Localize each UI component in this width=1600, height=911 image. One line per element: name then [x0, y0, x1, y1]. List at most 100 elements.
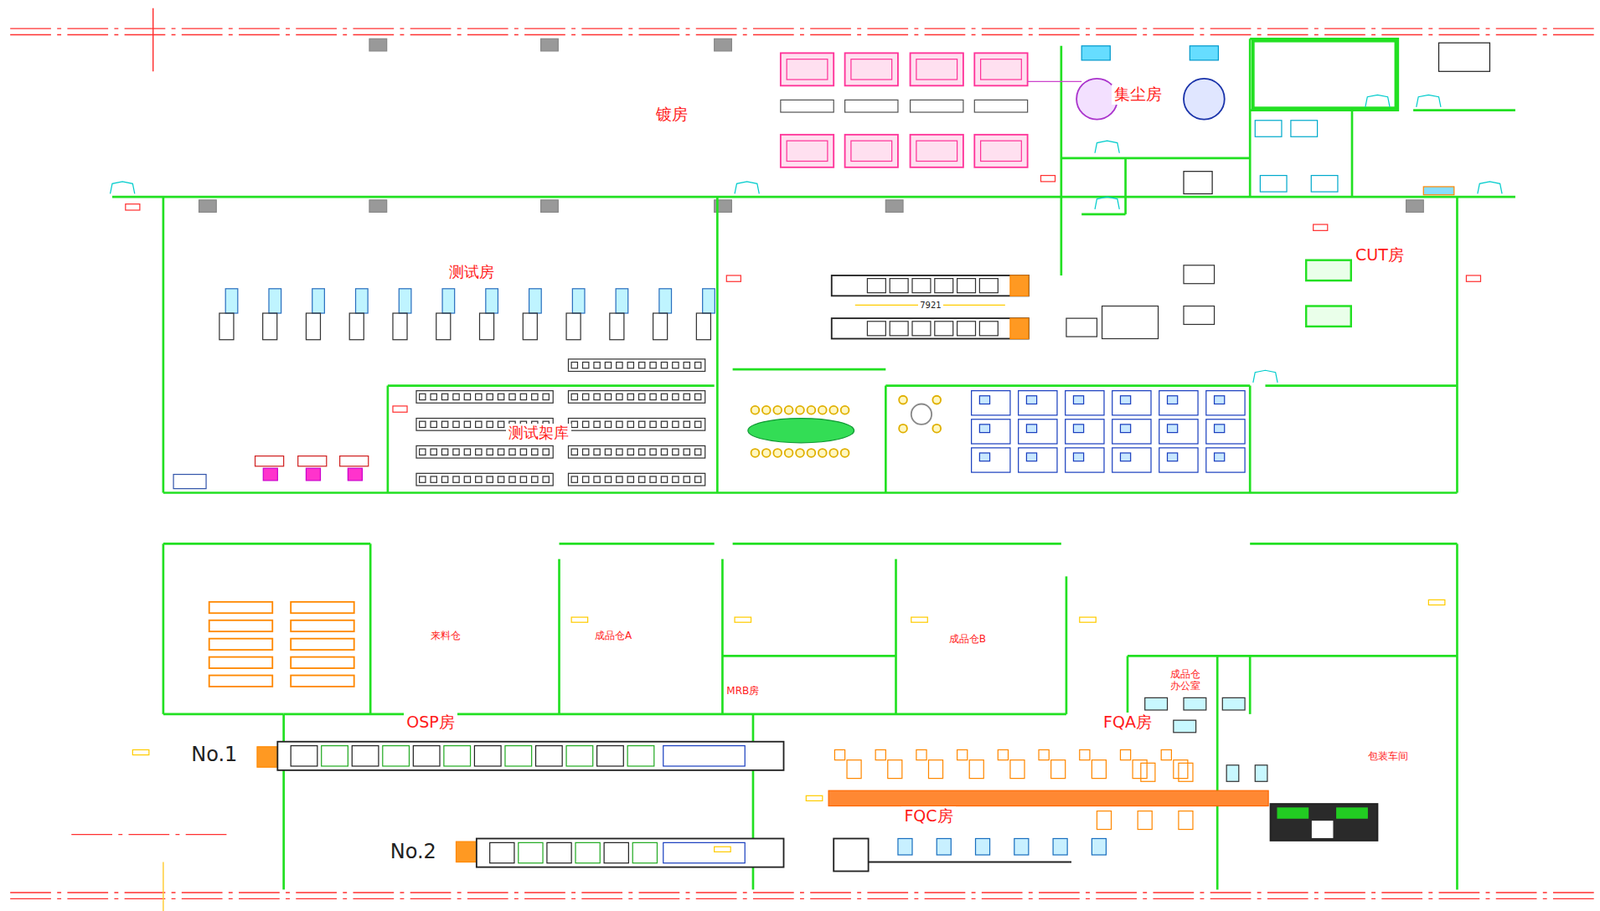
- test-rack: [441, 449, 448, 455]
- osp-line: [632, 842, 657, 863]
- plating-frame: [780, 99, 834, 113]
- wall: [162, 543, 166, 714]
- osp-line: [412, 746, 440, 767]
- chair: [829, 449, 838, 458]
- wall: [1413, 108, 1516, 112]
- test-rack: [497, 449, 504, 455]
- equipment: [173, 474, 207, 490]
- line-number: No.2: [388, 841, 439, 863]
- test-rack: [475, 449, 482, 455]
- test-rack: [672, 362, 679, 369]
- osp-line: [663, 746, 745, 767]
- test-rack: [497, 393, 504, 400]
- wall: [1264, 384, 1457, 388]
- test-rack: [672, 449, 679, 455]
- test-station: [529, 289, 542, 314]
- test-rack: [416, 445, 553, 459]
- inspection-desk: [1178, 811, 1193, 831]
- room-label: MRB房: [723, 685, 762, 699]
- inspection-desk: [1052, 838, 1068, 855]
- room-name: 成品仓B: [949, 634, 986, 646]
- test-rack: [639, 421, 646, 428]
- inspection-desk: [1091, 760, 1106, 780]
- door-marker: [392, 406, 408, 413]
- inspection-desk: [969, 760, 984, 780]
- test-rack: [542, 449, 549, 455]
- room-label: 测试架库: [505, 423, 572, 444]
- test-station: [442, 289, 455, 314]
- conveyor: [868, 861, 1072, 864]
- chair: [841, 406, 850, 415]
- machine: [833, 838, 868, 872]
- chair: [1120, 749, 1131, 760]
- desk: [1159, 391, 1198, 416]
- storage-rack: [209, 620, 274, 632]
- chair: [762, 406, 771, 415]
- process-line: [957, 278, 976, 294]
- storage-rack: [209, 657, 274, 669]
- test-station: [609, 313, 625, 341]
- process-line: [889, 321, 909, 336]
- plating-tank: [974, 52, 1028, 86]
- test-rack: [672, 421, 679, 428]
- room-label: 来料仓: [428, 629, 464, 644]
- process-line: [934, 278, 954, 294]
- test-station: [702, 289, 716, 314]
- door-marker: [1079, 617, 1096, 623]
- door: [1477, 181, 1502, 195]
- plating-tank: [786, 59, 828, 80]
- inspection-desk: [898, 838, 913, 855]
- axis-line: [10, 898, 1600, 900]
- test-rack: [639, 449, 646, 455]
- process-line: [867, 321, 886, 336]
- desk: [979, 424, 990, 434]
- storage-rack: [290, 602, 355, 614]
- wall: [1249, 655, 1252, 714]
- cabinet: [1173, 720, 1197, 733]
- test-rack: [542, 476, 549, 483]
- inspection-desk: [887, 760, 903, 780]
- test-rack: [695, 362, 702, 369]
- wall: [1124, 158, 1127, 215]
- axis-line: [10, 34, 1600, 36]
- room-name: FQC房: [903, 807, 953, 826]
- dust-fan: [1081, 46, 1110, 61]
- room-label: 成品仓A: [592, 629, 635, 644]
- test-station: [349, 313, 364, 341]
- test-station: [312, 289, 326, 314]
- desk: [1167, 396, 1178, 405]
- plating-tank: [851, 140, 893, 161]
- chair: [762, 449, 771, 458]
- door-marker: [805, 795, 822, 801]
- door-marker: [1040, 175, 1055, 182]
- test-rack: [604, 393, 611, 400]
- cabinet: [1222, 697, 1245, 711]
- desk: [1206, 391, 1245, 416]
- test-rack: [695, 421, 702, 428]
- test-station: [653, 313, 668, 341]
- test-rack: [616, 421, 623, 428]
- test-rack: [497, 476, 504, 483]
- chair: [1038, 749, 1049, 760]
- desk: [971, 391, 1011, 416]
- osp-line: [490, 842, 515, 863]
- equipment: [263, 468, 278, 481]
- test-station: [392, 313, 408, 341]
- test-station: [225, 289, 238, 314]
- test-rack: [419, 476, 426, 483]
- test-station: [480, 313, 495, 341]
- cabinet: [1183, 697, 1207, 711]
- test-rack: [627, 421, 634, 428]
- test-rack: [571, 476, 578, 483]
- desk: [1214, 424, 1225, 434]
- cut-machine: [1305, 306, 1352, 327]
- test-rack: [695, 393, 702, 400]
- column: [541, 38, 559, 52]
- test-rack: [650, 393, 656, 400]
- test-rack: [567, 391, 705, 404]
- machine: [1439, 42, 1491, 72]
- room-label: 集尘房: [1111, 84, 1165, 105]
- osp-line: [575, 842, 600, 863]
- test-rack: [650, 421, 656, 428]
- desk: [1112, 391, 1151, 416]
